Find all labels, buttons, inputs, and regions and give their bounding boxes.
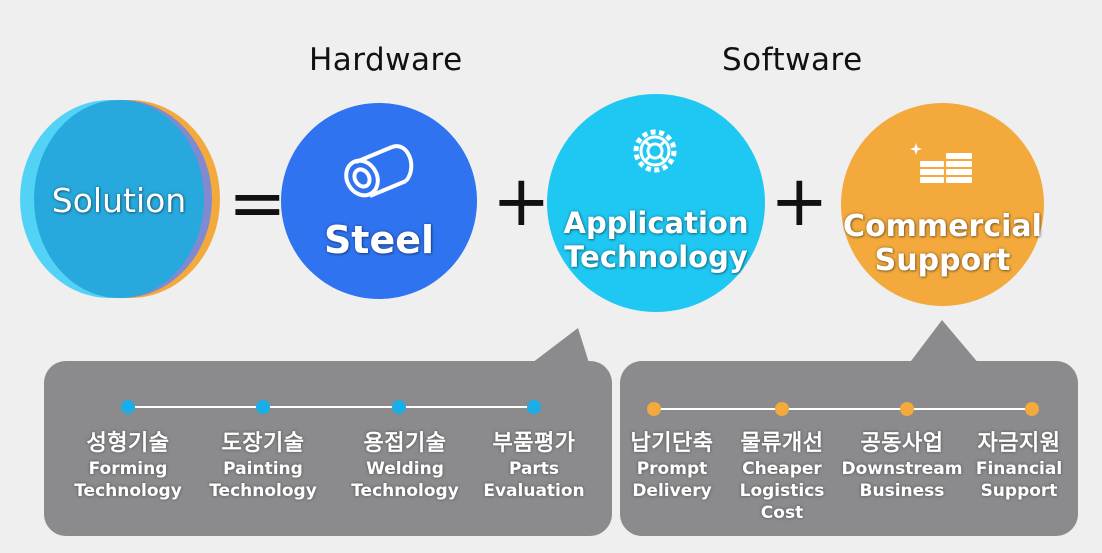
item-ko: 물류개선 [740,431,824,456]
item-en2: Logistics [739,481,825,501]
item-en1: Welding [366,459,444,479]
plus-sign-1: + [492,160,551,242]
software-dot-2 [775,402,789,416]
item-en1: Parts [508,459,560,479]
software-item-downstream: 공동사업 Downstream Business [840,430,964,502]
item-en2: Support [980,481,1058,501]
pipe-icon [342,142,416,204]
application-label-line2: Technology [564,240,748,274]
commercial-label-line2: Support [874,243,1011,278]
hardware-item-painting: 도장기술 Painting Technology [203,430,323,502]
item-en3: Cost [760,503,804,523]
item-en1: Downstream [841,459,963,479]
hardware-dot-1 [121,400,135,414]
software-item-financial: 자금지원 Financial Support [966,430,1072,502]
hardware-dot-4 [527,400,541,414]
item-en2: Technology [351,481,459,501]
solution-label: Solution [51,181,187,220]
gear-icon [624,120,686,186]
software-item-logistics: 물류개선 Cheaper Logistics Cost [730,430,834,524]
software-dot-4 [1025,402,1039,416]
item-en2: Delivery [632,481,712,501]
item-en1: Cheaper [742,459,822,479]
hardware-heading: Hardware [309,42,463,78]
software-dot-1 [647,402,661,416]
hardware-connector-line [127,406,534,408]
steel-circle [281,103,477,299]
item-en1: Financial [975,459,1063,479]
hardware-item-welding: 용접기술 Welding Technology [344,430,466,502]
hardware-dot-2 [256,400,270,414]
item-en1: Painting [223,459,303,479]
software-dot-3 [900,402,914,416]
software-connector-line [654,408,1032,410]
hardware-panel: 성형기술 Forming Technology 도장기술 Painting Te… [44,361,612,536]
software-panel: 납기단축 Prompt Delivery 물류개선 Cheaper Logist… [620,361,1078,536]
application-label-line1: Application [563,206,749,240]
item-en2: Evaluation [483,481,585,501]
item-ko: 자금지원 [977,431,1061,456]
hardware-dot-3 [392,400,406,414]
equals-sign: = [228,162,287,244]
item-en1: Prompt [636,459,708,479]
item-ko: 성형기술 [86,431,170,456]
item-en1: Forming [88,459,168,479]
steel-label: Steel [323,218,435,262]
item-ko: 공동사업 [860,431,944,456]
solution-circle-main [34,100,204,298]
item-en2: Technology [74,481,182,501]
item-ko: 도장기술 [221,431,305,456]
application-label: Application Technology [547,206,765,274]
hardware-callout-tail [528,328,590,366]
commercial-label: Commercial Support [831,210,1054,278]
item-ko: 부품평가 [492,431,576,456]
commercial-circle [841,103,1044,306]
software-heading: Software [722,42,863,78]
item-ko: 납기단축 [630,431,714,456]
item-ko: 용접기술 [363,431,447,456]
hardware-item-parts: 부품평가 Parts Evaluation [474,430,594,502]
item-en2: Technology [209,481,317,501]
item-en2: Business [859,481,945,501]
commercial-label-line1: Commercial [843,209,1042,244]
plus-sign-2: + [770,160,829,242]
software-callout-tail [908,320,980,365]
coins-icon [910,143,976,193]
hardware-item-forming: 성형기술 Forming Technology [68,430,188,502]
software-item-delivery: 납기단축 Prompt Delivery [620,430,724,502]
